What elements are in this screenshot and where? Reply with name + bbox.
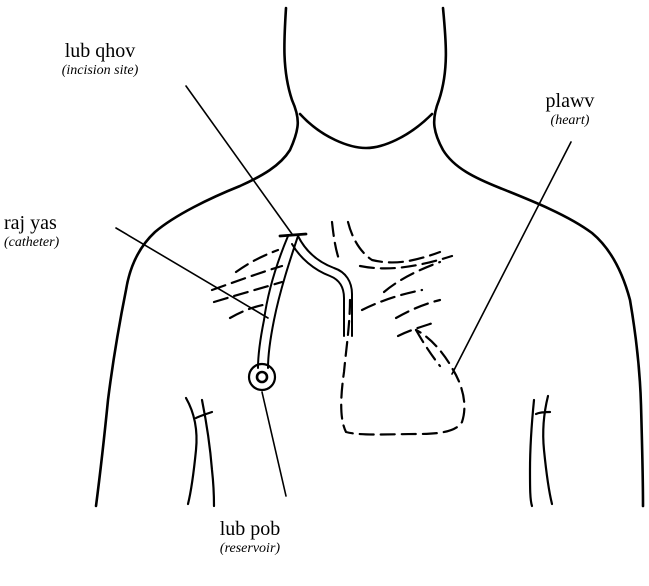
right-arm-crease xyxy=(530,396,552,506)
heart-upper-left xyxy=(362,290,422,310)
incision-mark xyxy=(280,234,306,236)
label-heart: plawv (heart) xyxy=(520,90,620,129)
label-heart-main: plawv xyxy=(520,90,620,113)
neck-front-curve xyxy=(300,114,432,148)
leader-reservoir xyxy=(262,392,286,496)
label-reservoir-sub: (reservoir) xyxy=(195,541,305,557)
leader-catheter xyxy=(116,228,268,318)
vein-right-upper xyxy=(348,222,440,262)
label-catheter-main: raj yas xyxy=(4,212,114,235)
label-catheter-sub: (catheter) xyxy=(4,235,114,251)
heart-inner-line xyxy=(416,330,440,366)
reservoir-port xyxy=(249,364,275,390)
jugular-vein-right xyxy=(332,222,340,262)
leader-heart xyxy=(452,142,571,374)
label-reservoir-main: lub pob xyxy=(195,518,305,541)
right-neck-shoulder-outline xyxy=(434,8,643,506)
label-reservoir: lub pob (reservoir) xyxy=(195,518,305,557)
label-incision-main: lub qhov xyxy=(30,40,170,63)
internal-structures xyxy=(212,222,464,435)
label-incision-sub: (incision site) xyxy=(30,63,170,79)
catheter-line-inner xyxy=(268,236,298,368)
leader-incision xyxy=(186,86,292,234)
label-heart-sub: (heart) xyxy=(520,113,620,129)
heart-vessel-1 xyxy=(396,300,440,318)
left-arm-crease xyxy=(186,398,214,506)
label-catheter: raj yas (catheter) xyxy=(4,212,114,251)
heart-outline xyxy=(341,300,464,435)
catheter-loop-inner xyxy=(292,244,344,336)
label-incision-site: lub qhov (incision site) xyxy=(30,40,170,79)
arm-creases xyxy=(186,396,552,506)
